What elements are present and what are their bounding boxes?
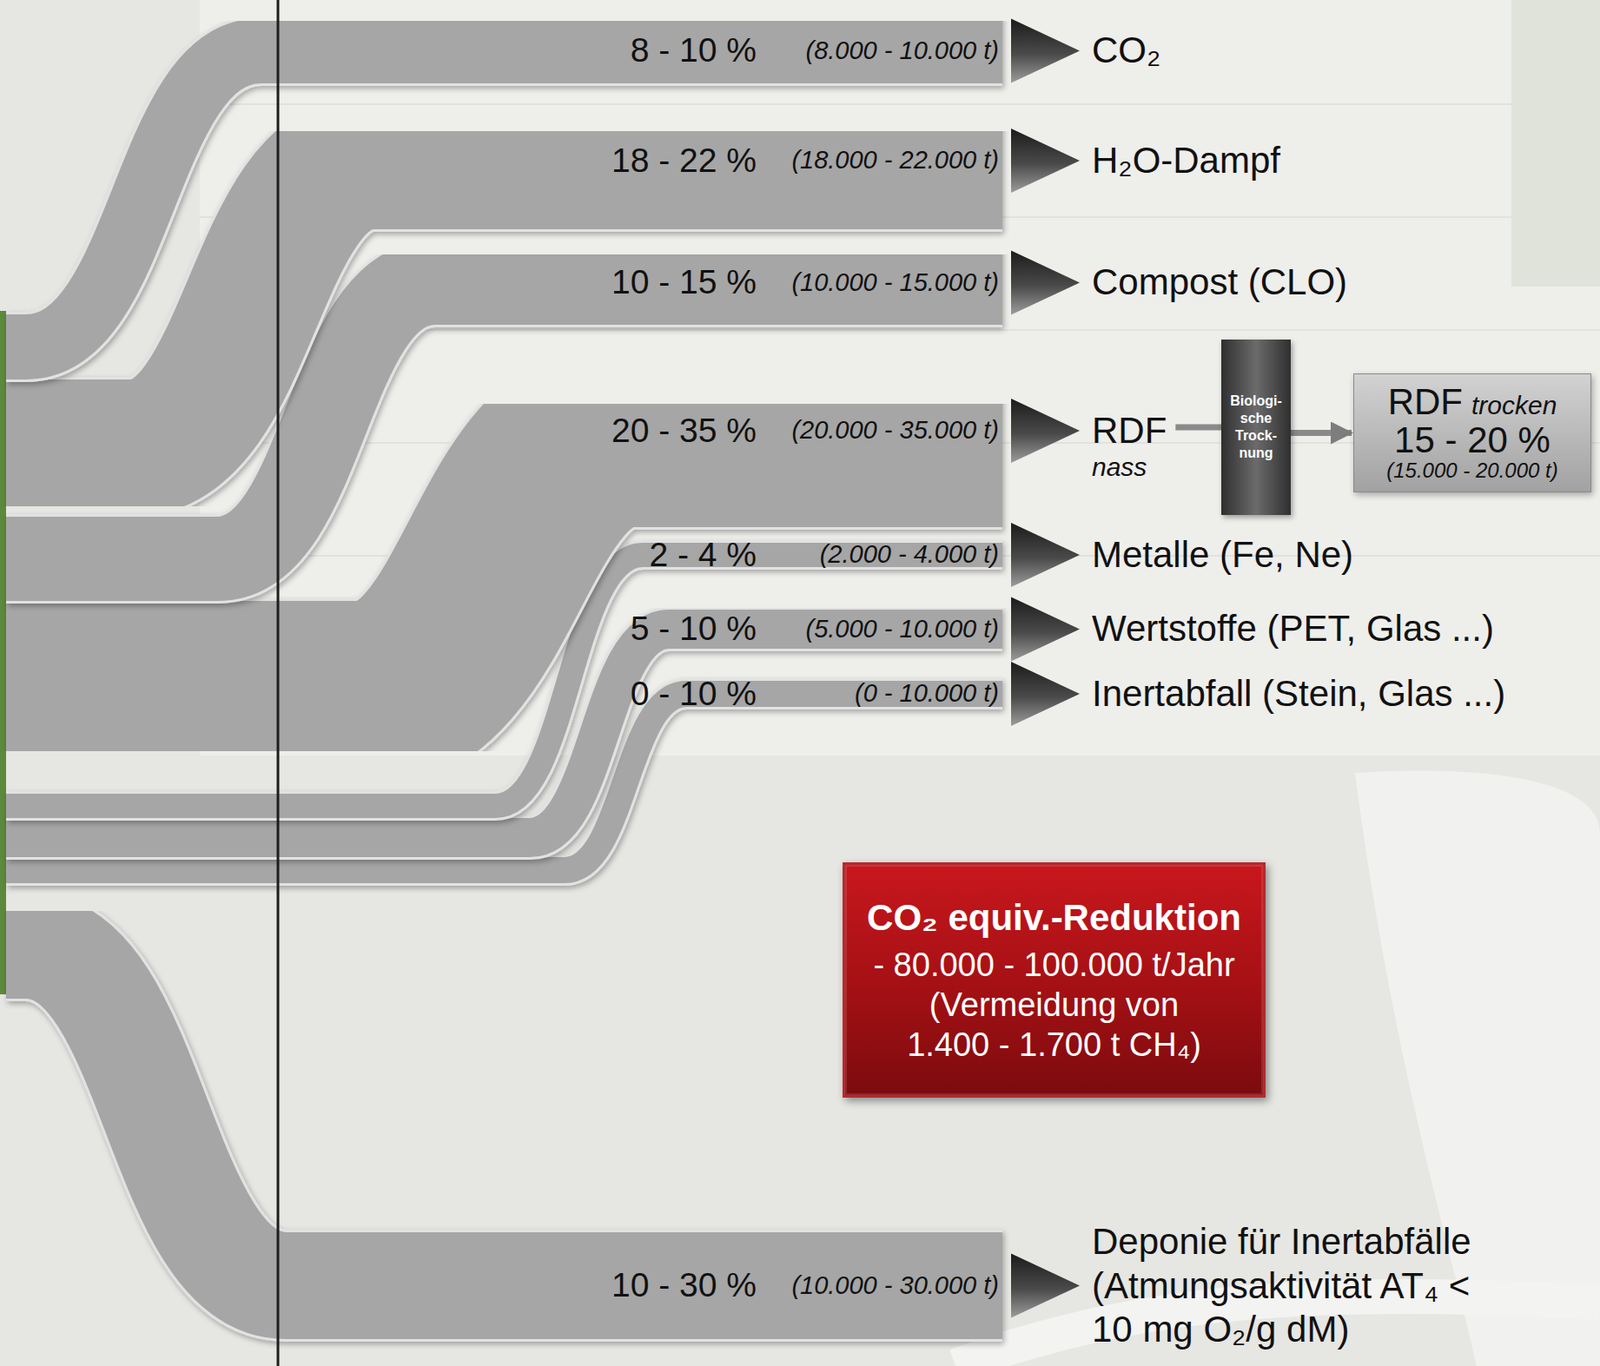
connectors <box>1011 19 1352 1319</box>
reduction-title: CO₂ equiv.-Reduktion <box>866 895 1242 942</box>
flow-arrowhead <box>1011 251 1080 316</box>
output-label-text: Inertabfall (Stein, Glas ...) <box>1091 672 1506 716</box>
flow-percentage: 0 - 10 % <box>630 675 757 714</box>
product-tonnage: (15.000 - 20.000 t) <box>1386 459 1558 483</box>
band-outline <box>6 51 1003 348</box>
output-label: H₂O-Dampf <box>1091 138 1281 183</box>
flow-band <box>6 51 1003 348</box>
product-percentage: 15 - 20 % <box>1394 421 1551 460</box>
output-label-text: RDF <box>1091 409 1167 453</box>
output-label: Metalle (Fe, Ne) <box>1091 533 1354 577</box>
flow-arrowhead <box>1011 1254 1080 1319</box>
process-box: Biologi- sche Trock- nung <box>1221 339 1291 516</box>
output-label: Wertstoffe (PET, Glas ...) <box>1091 607 1495 651</box>
flow-tonnage: (5.000 - 10.000 t) <box>768 615 999 644</box>
flow-tonnage: (20.000 - 35.000 t) <box>768 416 999 445</box>
output-label: Inertabfall (Stein, Glas ...) <box>1091 672 1506 716</box>
flow-arrowhead <box>1011 522 1080 588</box>
flow-band: 10 - 15 % (10.000 - 15.000 t) <box>486 261 999 305</box>
flow-arrowhead <box>1011 597 1080 662</box>
process-arrow <box>1175 424 1222 431</box>
flow-tonnage: (2.000 - 4.000 t) <box>768 541 999 569</box>
output-label-text: Deponie für Inertabfälle (Atmungsaktivit… <box>1091 1220 1492 1352</box>
flow-band: 10 - 30 % (10.000 - 30.000 t) <box>486 1264 999 1309</box>
flow-bands <box>6 51 1003 1287</box>
output-label: Deponie für Inertabfälle (Atmungsaktivit… <box>1091 1220 1492 1352</box>
output-label-text: H₂O-Dampf <box>1091 138 1281 183</box>
flow-band: 2 - 4 % (2.000 - 4.000 t) <box>486 533 999 577</box>
flow-tonnage: (18.000 - 22.000 t) <box>768 146 999 175</box>
flow-percentage: 20 - 35 % <box>611 412 757 450</box>
flow-tonnage: (10.000 - 30.000 t) <box>768 1272 999 1301</box>
flow-tonnage: (0 - 10.000 t) <box>768 680 999 708</box>
product-name: RDF <box>1388 383 1463 422</box>
flow-percentage: 2 - 4 % <box>648 536 757 575</box>
flow-arrowhead <box>1011 128 1080 193</box>
output-label: CO₂ <box>1091 28 1161 73</box>
green-strip <box>0 310 7 995</box>
product-box: RDF trocken15 - 20 %(15.000 - 20.000 t) <box>1353 373 1592 493</box>
product-state: trocken <box>1471 391 1557 420</box>
flow-percentage: 10 - 15 % <box>611 264 757 302</box>
output-label: RDFnass <box>1091 409 1167 482</box>
flow-percentage: 8 - 10 % <box>630 32 757 70</box>
flow-band: 0 - 10 % (0 - 10.000 t) <box>486 672 999 716</box>
flow-band: 8 - 10 % (8.000 - 10.000 t) <box>486 29 999 73</box>
flow-arrowhead <box>1011 398 1080 463</box>
output-sublabel: nass <box>1091 452 1167 482</box>
flow-arrowhead <box>1011 19 1080 84</box>
divider-line <box>277 0 280 1366</box>
process-text: Biologi- sche Trock- nung <box>1227 392 1285 463</box>
process-arrow <box>1290 429 1352 437</box>
flow-arrowhead <box>1011 661 1080 727</box>
tree-area <box>1511 0 1600 287</box>
flow-percentage: 5 - 10 % <box>630 610 757 648</box>
reduction-box: CO₂ equiv.-Reduktion- 80.000 - 100.000 t… <box>842 862 1266 1098</box>
band-body <box>6 51 1003 348</box>
flow-band: 20 - 35 % (20.000 - 35.000 t) <box>486 409 999 453</box>
flow-tonnage: (10.000 - 15.000 t) <box>768 269 999 298</box>
output-label-text: Wertstoffe (PET, Glas ...) <box>1091 607 1495 651</box>
flow-band: 5 - 10 % (5.000 - 10.000 t) <box>486 608 999 652</box>
output-label-text: Compost (CLO) <box>1091 260 1348 305</box>
flow-percentage: 18 - 22 % <box>611 142 757 180</box>
flow-tonnage: (8.000 - 10.000 t) <box>768 37 999 66</box>
reduction-note: (Vermeidung von 1.400 - 1.700 t CH₄) <box>895 985 1213 1065</box>
flow-percentage: 10 - 30 % <box>611 1267 757 1305</box>
flow-band: 18 - 22 % (18.000 - 22.000 t) <box>486 138 999 183</box>
reduction-value: - 80.000 - 100.000 t/Jahr <box>872 945 1235 986</box>
output-label-text: CO₂ <box>1091 28 1161 73</box>
output-label: Compost (CLO) <box>1091 260 1348 305</box>
output-label-text: Metalle (Fe, Ne) <box>1091 533 1354 577</box>
